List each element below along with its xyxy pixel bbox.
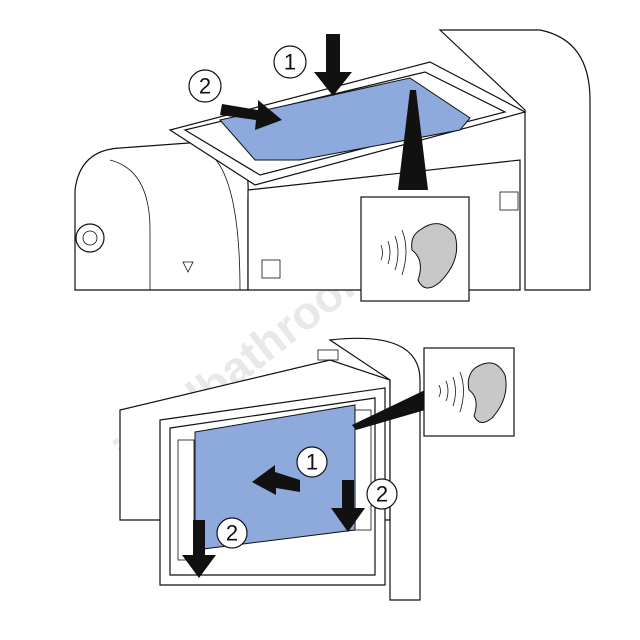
bottom-step2-right-badge bbox=[366, 478, 398, 510]
bottom-step2-left-arrow bbox=[182, 520, 216, 578]
top-step1-label: 1 bbox=[284, 50, 296, 75]
bottom-ear-callout bbox=[423, 347, 515, 437]
bottom-callout-pointer bbox=[352, 390, 425, 430]
bottom-step1-label: 1 bbox=[306, 450, 318, 475]
top-step2-badge bbox=[188, 69, 222, 103]
top-step1-badge bbox=[273, 45, 307, 79]
bottom-step2-right-label: 2 bbox=[376, 482, 388, 507]
top-callout-pointer bbox=[398, 90, 428, 190]
top-step1-arrow bbox=[314, 34, 352, 96]
bottom-step2-left-badge bbox=[216, 517, 248, 549]
top-step2-arrow bbox=[220, 100, 282, 130]
bottom-step1-badge bbox=[296, 446, 328, 478]
top-ear-callout bbox=[360, 196, 470, 302]
top-step2-label: 2 bbox=[199, 74, 211, 99]
bottom-step1-arrow bbox=[252, 465, 300, 495]
bottom-step2-right-arrow bbox=[331, 480, 365, 532]
ear-icon bbox=[411, 223, 458, 289]
bottom-step2-left-label: 2 bbox=[226, 521, 238, 546]
ear-icon bbox=[467, 362, 507, 423]
